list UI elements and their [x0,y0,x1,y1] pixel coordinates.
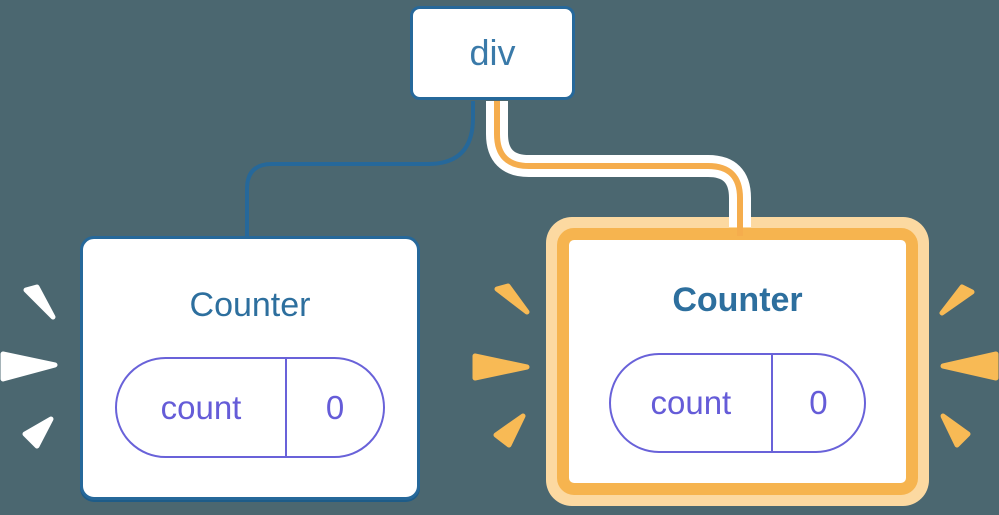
counter-title: Counter [672,281,803,319]
edge-root-to-left-counter [245,101,475,237]
burst-shard-icon [940,351,999,381]
burst-shard-icon [472,353,530,381]
counter-card-right: Counter count 0 [557,228,918,495]
state-pill-divider [770,355,773,451]
counter-card-left: Counter count 0 [80,236,420,500]
burst-shard-icon [23,284,56,320]
burst-middle-orange [472,283,530,448]
state-key-label: count [160,388,242,426]
state-value: 0 [325,388,345,426]
counter-title: Counter [189,286,311,324]
burst-shard-icon [494,283,530,315]
edge-root-to-right-counter-casing [486,101,751,227]
root-node-div: div [410,6,575,100]
state-pill-divider [285,359,287,456]
root-node-label: div [469,32,516,73]
state-pill: count 0 [115,357,385,458]
burst-shard-icon [939,284,975,316]
counter-card-right-glow: Counter count 0 [546,217,929,506]
burst-shard-icon [0,351,58,382]
burst-shard-icon [22,416,54,449]
state-key-label: count [650,384,732,421]
edge-root-to-right-counter [494,101,743,236]
burst-right-orange [939,284,999,448]
state-pill: count 0 [609,353,866,453]
state-value: 0 [809,384,828,421]
burst-shard-icon [940,413,971,448]
burst-shard-icon [493,413,526,448]
burst-left-white [0,284,58,449]
